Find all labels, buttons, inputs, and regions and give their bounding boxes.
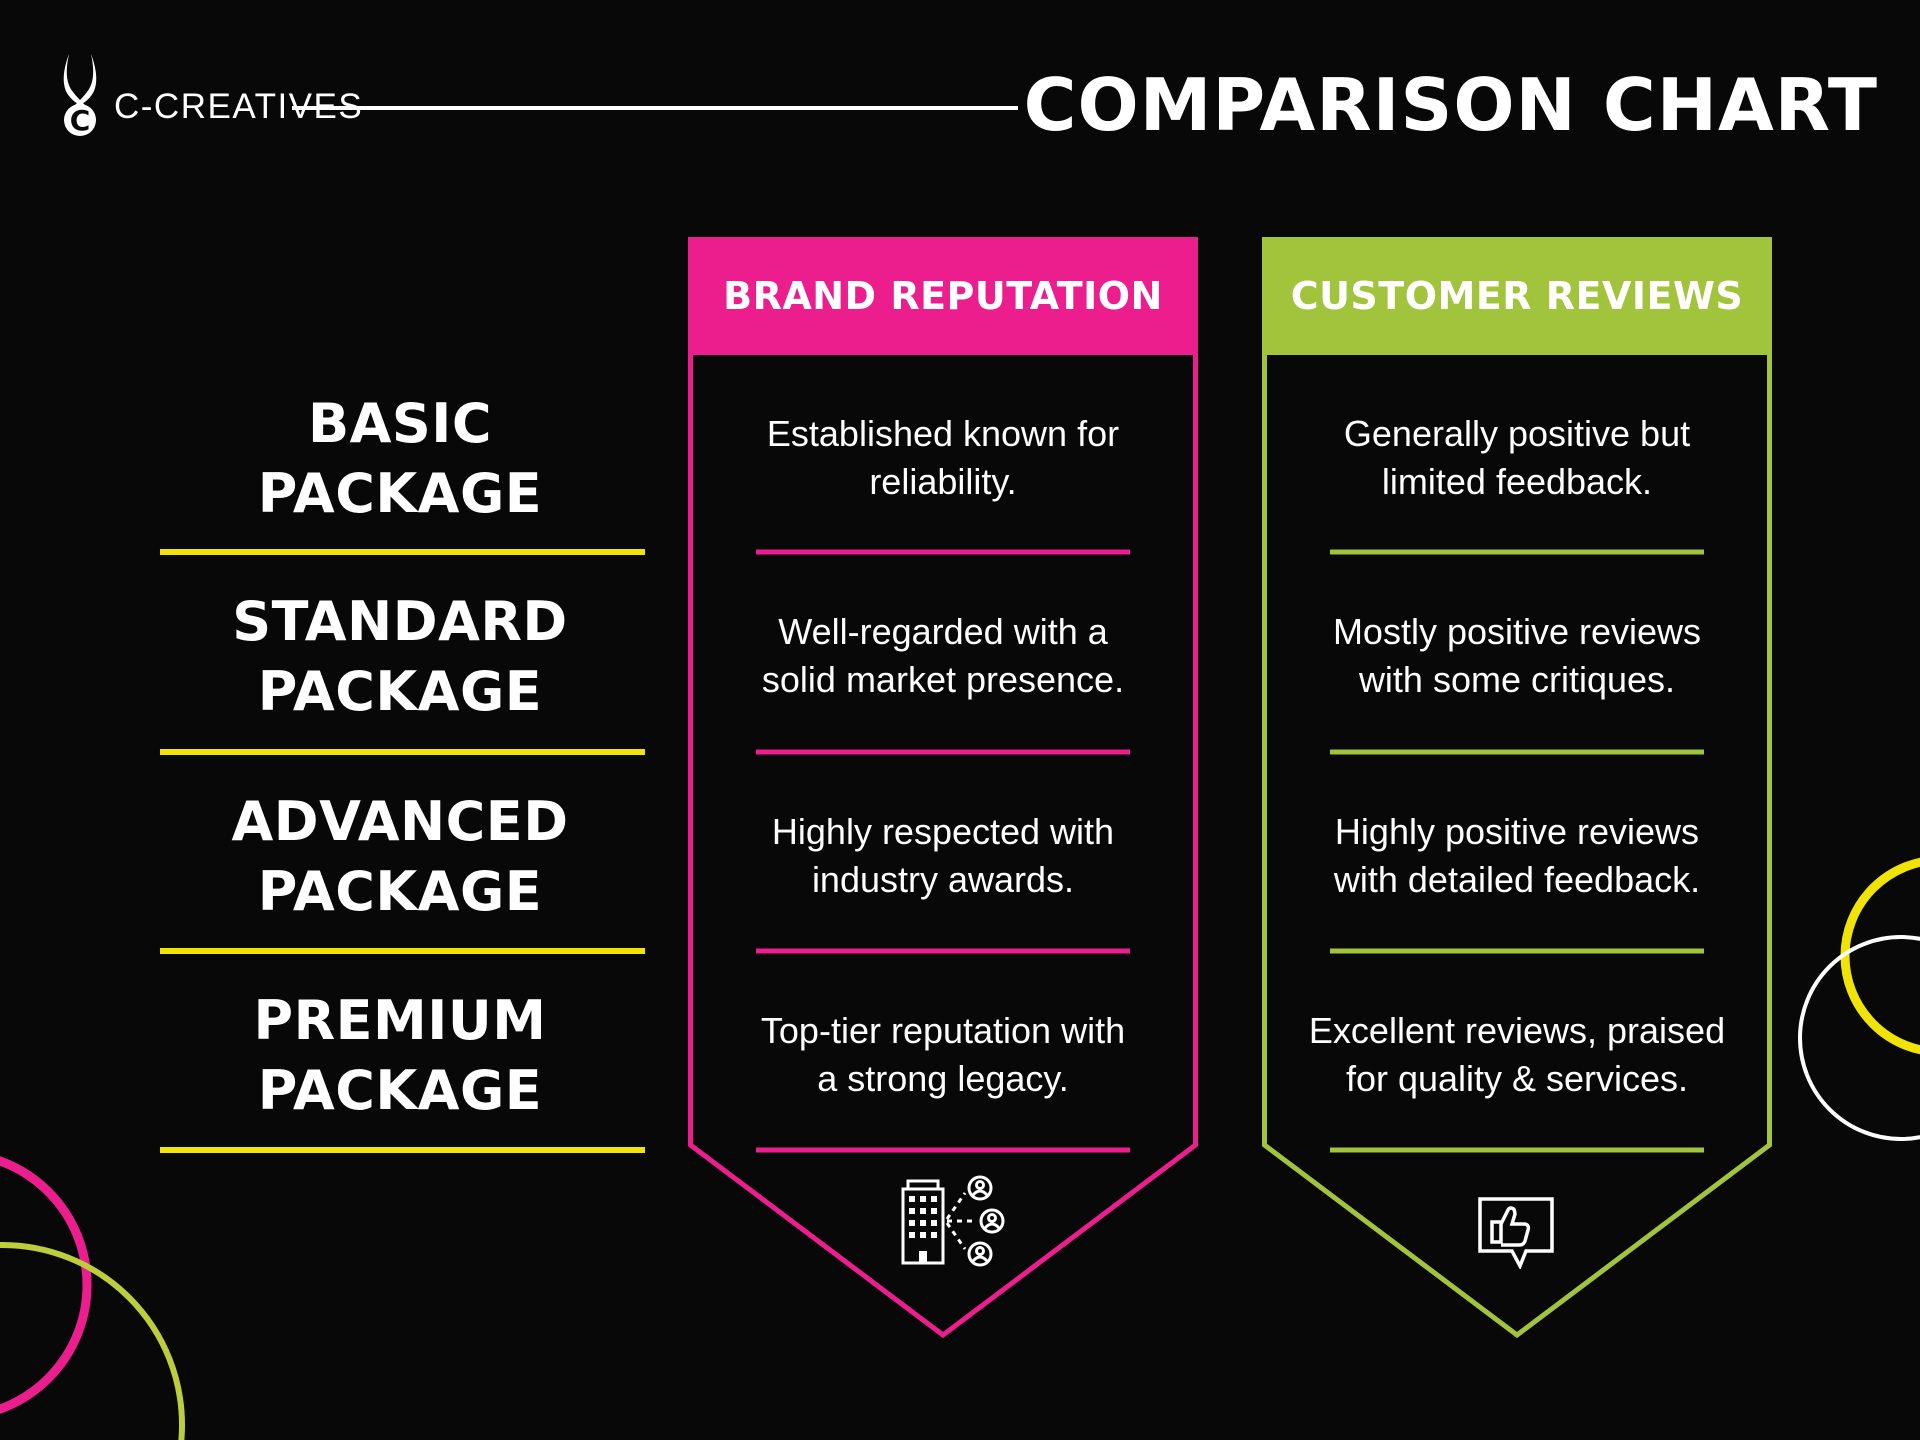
cell-advanced-customer-reviews: Highly positive reviews with detailed fe… <box>1333 810 1701 900</box>
package-label: ADVANCED <box>231 789 569 853</box>
cell-basic-customer-reviews: Generally positive but limited feedback. <box>1343 412 1691 502</box>
package-label: STANDARD <box>232 590 568 653</box>
decorative-circle-white <box>1798 935 1920 1141</box>
column-header: BRAND REPUTATION <box>723 274 1163 318</box>
page-title: COMPARISON CHART <box>1023 63 1878 147</box>
package-row-standard: STANDARD PACKAGE <box>155 552 645 752</box>
cell-premium-customer-reviews: Excellent reviews, praised for quality &… <box>1308 1009 1726 1099</box>
package-underline <box>160 549 645 555</box>
cell-advanced-brand-reputation: Highly respected with industry awards. <box>771 810 1115 900</box>
package-row-premium: PREMIUM PACKAGE <box>155 951 645 1150</box>
package-underline <box>160 749 645 755</box>
column-header: CUSTOMER REVIEWS <box>1290 274 1744 318</box>
package-underline <box>160 1147 645 1153</box>
thumbs-up-speech-bubble-icon <box>1478 1197 1554 1269</box>
company-customers-network-icon <box>901 1175 1005 1267</box>
package-underline <box>160 948 645 954</box>
cell-standard-customer-reviews: Mostly positive reviews with some critiq… <box>1332 611 1702 700</box>
decorative-circle-lime <box>0 1242 185 1440</box>
brand-reputation-frame <box>688 237 1198 1339</box>
package-label: PACKAGE <box>257 461 543 525</box>
column-brand-reputation: BRAND REPUTATION Established known for r… <box>688 237 1198 1340</box>
cell-basic-brand-reputation: Established known for reliability. <box>766 412 1120 502</box>
customer-reviews-frame <box>1262 237 1772 1339</box>
package-row-basic: BASIC PACKAGE <box>155 355 645 552</box>
svg-text:C: C <box>70 104 91 137</box>
package-label: BASIC <box>307 391 493 455</box>
package-row-advanced: ADVANCED PACKAGE <box>155 752 645 951</box>
column-customer-reviews: CUSTOMER REVIEWS Generally positive but … <box>1262 237 1772 1340</box>
package-label: PACKAGE <box>257 1058 543 1122</box>
decorative-circle-pink <box>0 1156 92 1414</box>
decorative-circle-yellow <box>1840 857 1920 1055</box>
c-creatives-logo-icon: C <box>63 54 97 137</box>
cell-standard-brand-reputation: Well-regarded with a solid market presen… <box>761 611 1125 700</box>
package-label: PACKAGE <box>257 859 543 923</box>
cell-premium-brand-reputation: Top-tier reputation with a strong legacy… <box>760 1009 1126 1099</box>
package-label: PACKAGE <box>257 660 543 723</box>
package-label: PREMIUM <box>253 988 547 1052</box>
header-divider-line <box>292 106 1018 110</box>
